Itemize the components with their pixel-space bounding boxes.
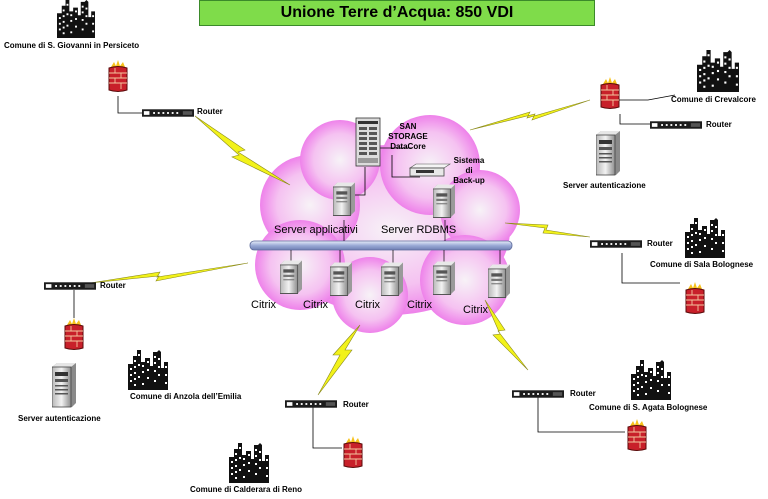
san-storage-label: SAN STORAGE DataCore <box>388 122 428 151</box>
server-rdbms-label: Server RDBMS <box>381 224 457 236</box>
title-text: Unione Terre d’Acqua: 850 VDI <box>280 4 514 21</box>
router-icon <box>650 121 702 129</box>
building-icon <box>229 443 269 483</box>
server-tower-icon <box>596 130 620 176</box>
router-icon <box>44 282 96 290</box>
firewall-icon <box>64 317 84 351</box>
building-icon <box>697 50 739 92</box>
server-label: Server autenticazione <box>563 181 646 190</box>
building-icon <box>57 0 95 38</box>
citrix-server-icon <box>330 262 352 296</box>
diagram-title: Unione Terre d’Acqua: 850 VDI <box>199 0 595 26</box>
server-applicativi-icon <box>333 182 355 216</box>
site-label-persiceto: Comune di S. Giovanni in Persiceto <box>4 41 140 50</box>
citrix-server-icon <box>433 261 455 295</box>
site-label-calderara: Comune di Calderara di Reno <box>190 485 303 494</box>
router-icon <box>512 390 564 398</box>
site-label-anzola: Comune di Anzola dell’Emilia <box>130 392 242 401</box>
building-icon <box>685 218 725 258</box>
citrix-label: Citrix <box>463 304 489 316</box>
citrix-server-icon <box>488 264 510 298</box>
connection-lines <box>73 94 680 449</box>
citrix-label: Citrix <box>251 299 277 311</box>
router-icon <box>590 240 642 248</box>
citrix-label: Citrix <box>407 299 433 311</box>
server-applicativi-label: Server applicativi <box>274 224 358 236</box>
firewall-icon <box>627 418 647 452</box>
router-label: Router <box>570 389 596 398</box>
router-label: Router <box>100 281 126 290</box>
citrix-label: Citrix <box>355 299 381 311</box>
site-label-crevalcore: Comune di Crevalcore <box>671 95 756 104</box>
firewall-icon <box>600 76 620 110</box>
server-rdbms-icon <box>433 184 455 218</box>
server-label: Server autenticazione <box>18 414 101 423</box>
router-label: Router <box>343 400 369 409</box>
building-icon <box>128 350 168 390</box>
lightning-link-icon <box>89 99 591 396</box>
building-icon <box>631 360 671 400</box>
router-icon <box>142 109 194 117</box>
site-label-agata: Comune di S. Agata Bolognese <box>589 403 708 412</box>
firewall-icon <box>108 59 128 93</box>
site-label-sala: Comune di Sala Bolognese <box>650 260 754 269</box>
citrix-server-icon <box>381 262 403 296</box>
backup-label: Sistema di Back-up <box>453 156 485 185</box>
router-label: Router <box>197 107 223 116</box>
lan-bus <box>249 220 513 264</box>
router-label: Router <box>706 120 732 129</box>
backup-device-icon <box>409 163 451 177</box>
router-icon <box>285 400 337 408</box>
server-tower-icon <box>52 362 76 408</box>
citrix-label: Citrix <box>303 299 329 311</box>
san-storage-icon <box>355 117 381 167</box>
firewall-icon <box>343 435 363 469</box>
citrix-server-icon <box>280 260 302 294</box>
firewall-icon <box>685 281 705 315</box>
router-label: Router <box>647 239 673 248</box>
